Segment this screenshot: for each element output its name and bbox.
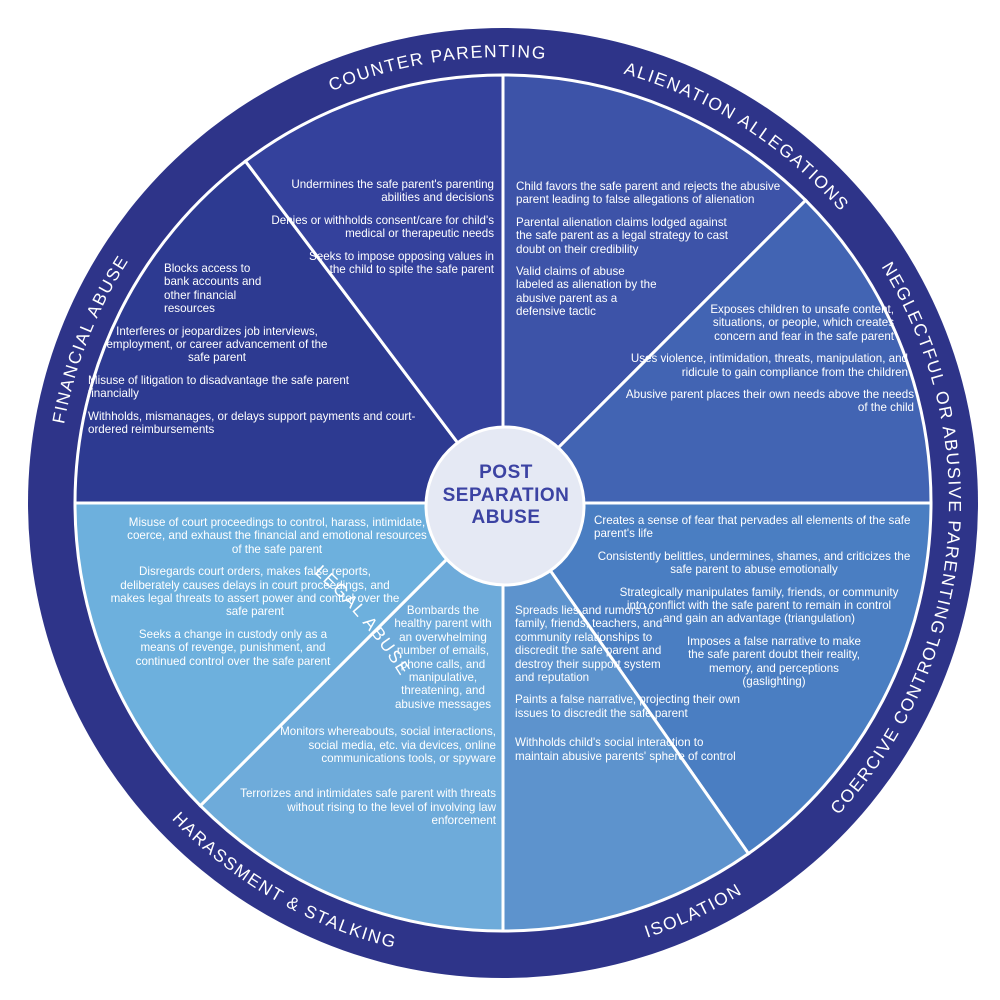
segment-neglectful-parenting [499, 198, 933, 505]
segment-alienation-allegations-text: Child favors the safe parent and rejects… [516, 180, 791, 328]
center-hub [424, 425, 586, 587]
counter-parenting-item-3: Seeks to impose opposing values in the c… [309, 249, 494, 277]
segment-neglectful-parenting-text: Exposes children to unsafe content, situ… [622, 303, 918, 424]
center-title-line-1: POST [479, 462, 533, 483]
counter-parenting-item-2: Denies or withholds consent/care for chi… [271, 213, 494, 241]
coercive-control-item-3: Strategically manipulates family, friend… [619, 585, 899, 626]
financial-abuse-item-1: Blocks access to bank accounts and other… [164, 262, 262, 316]
segment-harassment-stalking-text: Bombards the healthy parent with an over… [238, 604, 496, 837]
center-title-line-2: SEPARATION [442, 484, 570, 506]
segment-alienation-allegations [501, 73, 808, 507]
neglectful-parenting-item-1: Exposes children to unsafe content, situ… [710, 303, 894, 343]
neglectful-parenting-item-3: Abusive parent places their own needs ab… [625, 388, 914, 415]
isolation-item-3: Withholds child's social interaction to … [515, 736, 736, 763]
financial-abuse-item-2: Interferes or jeopardizes job interviews… [106, 324, 328, 365]
isolation-item-1: Spreads lies and rumors to family, frien… [515, 604, 663, 685]
segment-counter-parenting-text: Undermines the safe parent's parenting a… [258, 178, 494, 285]
legal-abuse-item-1: Misuse of court proceedings to control, … [127, 516, 427, 556]
coercive-control-item-1: Creates a sense of fear that pervades al… [594, 514, 911, 541]
segment-financial-abuse [73, 159, 507, 505]
alienation-allegations-item-3: Valid claims of abuse labeled as alienat… [516, 265, 657, 319]
counter-parenting-item-1: Undermines the safe parent's parenting a… [291, 178, 494, 205]
segment-financial-abuse-text: Blocks access to bank accounts and other… [88, 262, 415, 445]
coercive-control-item-4: Imposes a false narrative to make the sa… [687, 634, 861, 689]
segment-legal-abuse-text: Misuse of court proceedings to control, … [110, 516, 440, 677]
harassment-stalking-item-1: Bombards the healthy parent with an over… [394, 604, 492, 711]
alienation-allegations-item-2: Parental alienation claims lodged agains… [516, 215, 729, 256]
segment-isolation-text: Spreads lies and rumors to family, frien… [515, 604, 745, 772]
harassment-stalking-item-2: Monitors whereabouts, social interaction… [280, 725, 496, 766]
center-title-line-3: ABUSE [471, 507, 541, 528]
isolation-item-2: Paints a false narrative, projecting the… [515, 693, 740, 720]
segment-legal-abuse [73, 501, 507, 808]
center-title: POST SEPARATION ABUSE [428, 462, 584, 530]
legal-abuse-item-3: Seeks a change in custody only as a mean… [135, 627, 331, 668]
financial-abuse-item-4: Withholds, mismanages, or delays support… [88, 409, 416, 437]
coercive-control-item-2: Consistently belittles, undermines, sham… [597, 549, 911, 577]
segment-coercive-control [500, 501, 933, 856]
segment-isolation [501, 498, 751, 933]
harassment-stalking-item-3: Terrorizes and intimidates safe parent w… [240, 787, 496, 828]
segment-counter-parenting [243, 73, 505, 508]
alienation-allegations-item-1: Child favors the safe parent and rejects… [516, 180, 781, 207]
segment-coercive-control-text: Creates a sense of fear that pervades al… [586, 514, 922, 697]
segment-harassment-stalking [198, 499, 505, 933]
financial-abuse-item-3: Misuse of litigation to disadvantage the… [88, 373, 350, 401]
segments-layer [73, 73, 933, 933]
legal-abuse-item-2: Disregards court orders, makes false rep… [110, 565, 400, 619]
neglectful-parenting-item-2: Uses violence, intimidation, threats, ma… [630, 352, 908, 379]
